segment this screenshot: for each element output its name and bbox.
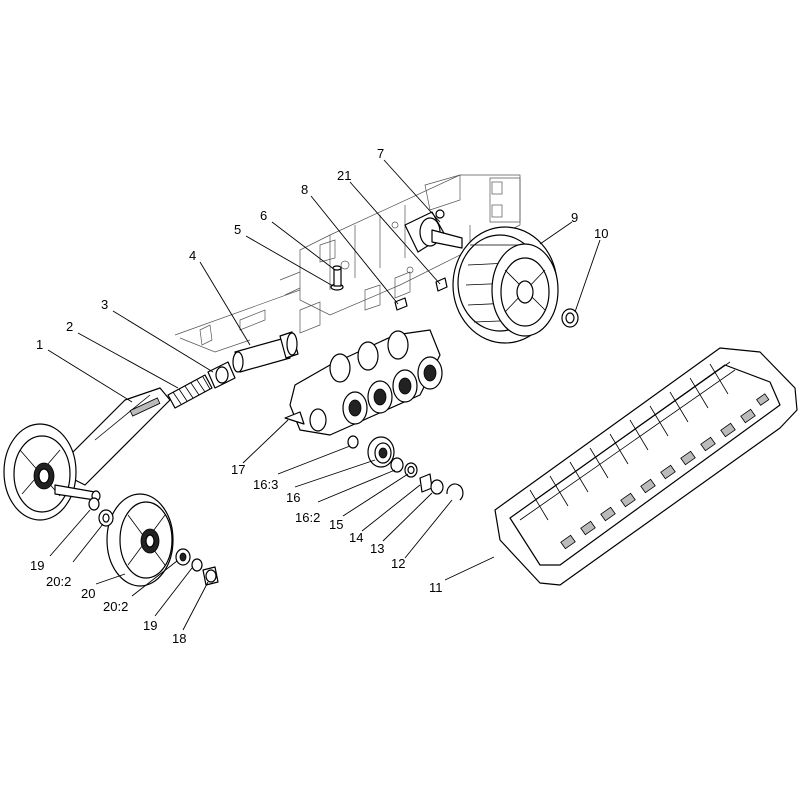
- callout-9: 9: [571, 210, 578, 225]
- part-7-drive-motor: [404, 209, 463, 292]
- callout-20: 20: [81, 586, 95, 601]
- track-treads: [529, 363, 729, 521]
- callout-1: 1: [36, 337, 43, 352]
- callout-18: 18: [172, 631, 186, 646]
- part-3-adjusting-nut: [207, 361, 236, 389]
- callout-20-2-b: 20:2: [103, 599, 128, 614]
- leader-lines: [47, 159, 601, 631]
- callout-4: 4: [189, 248, 196, 263]
- callout-labels: 1 2 3 4 5 6 7 8 21 9 10 11 12 13 14 15 1…: [30, 146, 608, 646]
- callout-14: 14: [349, 530, 363, 545]
- callout-16-2: 16:2: [295, 510, 320, 525]
- callout-16-3: 16:3: [253, 477, 278, 492]
- callout-7: 7: [377, 146, 384, 161]
- part-11-rubber-track: [494, 347, 798, 586]
- callout-8: 8: [301, 182, 308, 197]
- callout-19-b: 19: [143, 618, 157, 633]
- callout-17: 17: [231, 462, 245, 477]
- part-8-pin: [394, 297, 408, 311]
- callout-13: 13: [370, 541, 384, 556]
- callout-19-a: 19: [30, 558, 44, 573]
- callout-10: 10: [594, 226, 608, 241]
- chassis-frame: [174, 174, 521, 353]
- callout-20-2-a: 20:2: [46, 574, 71, 589]
- part-20-idler-wheel: [106, 493, 174, 587]
- part-2-tension-spring: [167, 374, 213, 409]
- callout-15: 15: [329, 517, 343, 532]
- callout-11: 11: [429, 580, 443, 595]
- bushings-washers: [88, 497, 219, 586]
- part-9-drive-sprocket: [452, 226, 559, 344]
- callout-16: 16: [286, 490, 300, 505]
- roller-hardware-stack: [347, 435, 464, 501]
- part-5-6-bolt-and-washer: [330, 265, 344, 291]
- callout-12: 12: [391, 556, 405, 571]
- callout-3: 3: [101, 297, 108, 312]
- part-4-shaft: [232, 331, 299, 373]
- callout-5: 5: [234, 222, 241, 237]
- part-1-idler-arm-assembly: [3, 387, 171, 521]
- callout-21: 21: [337, 168, 351, 183]
- part-17-roller-bogie: [284, 329, 443, 436]
- callout-2: 2: [66, 319, 73, 334]
- part-10-nut: [561, 308, 579, 328]
- track-lugs: [560, 393, 770, 550]
- callout-6: 6: [260, 208, 267, 223]
